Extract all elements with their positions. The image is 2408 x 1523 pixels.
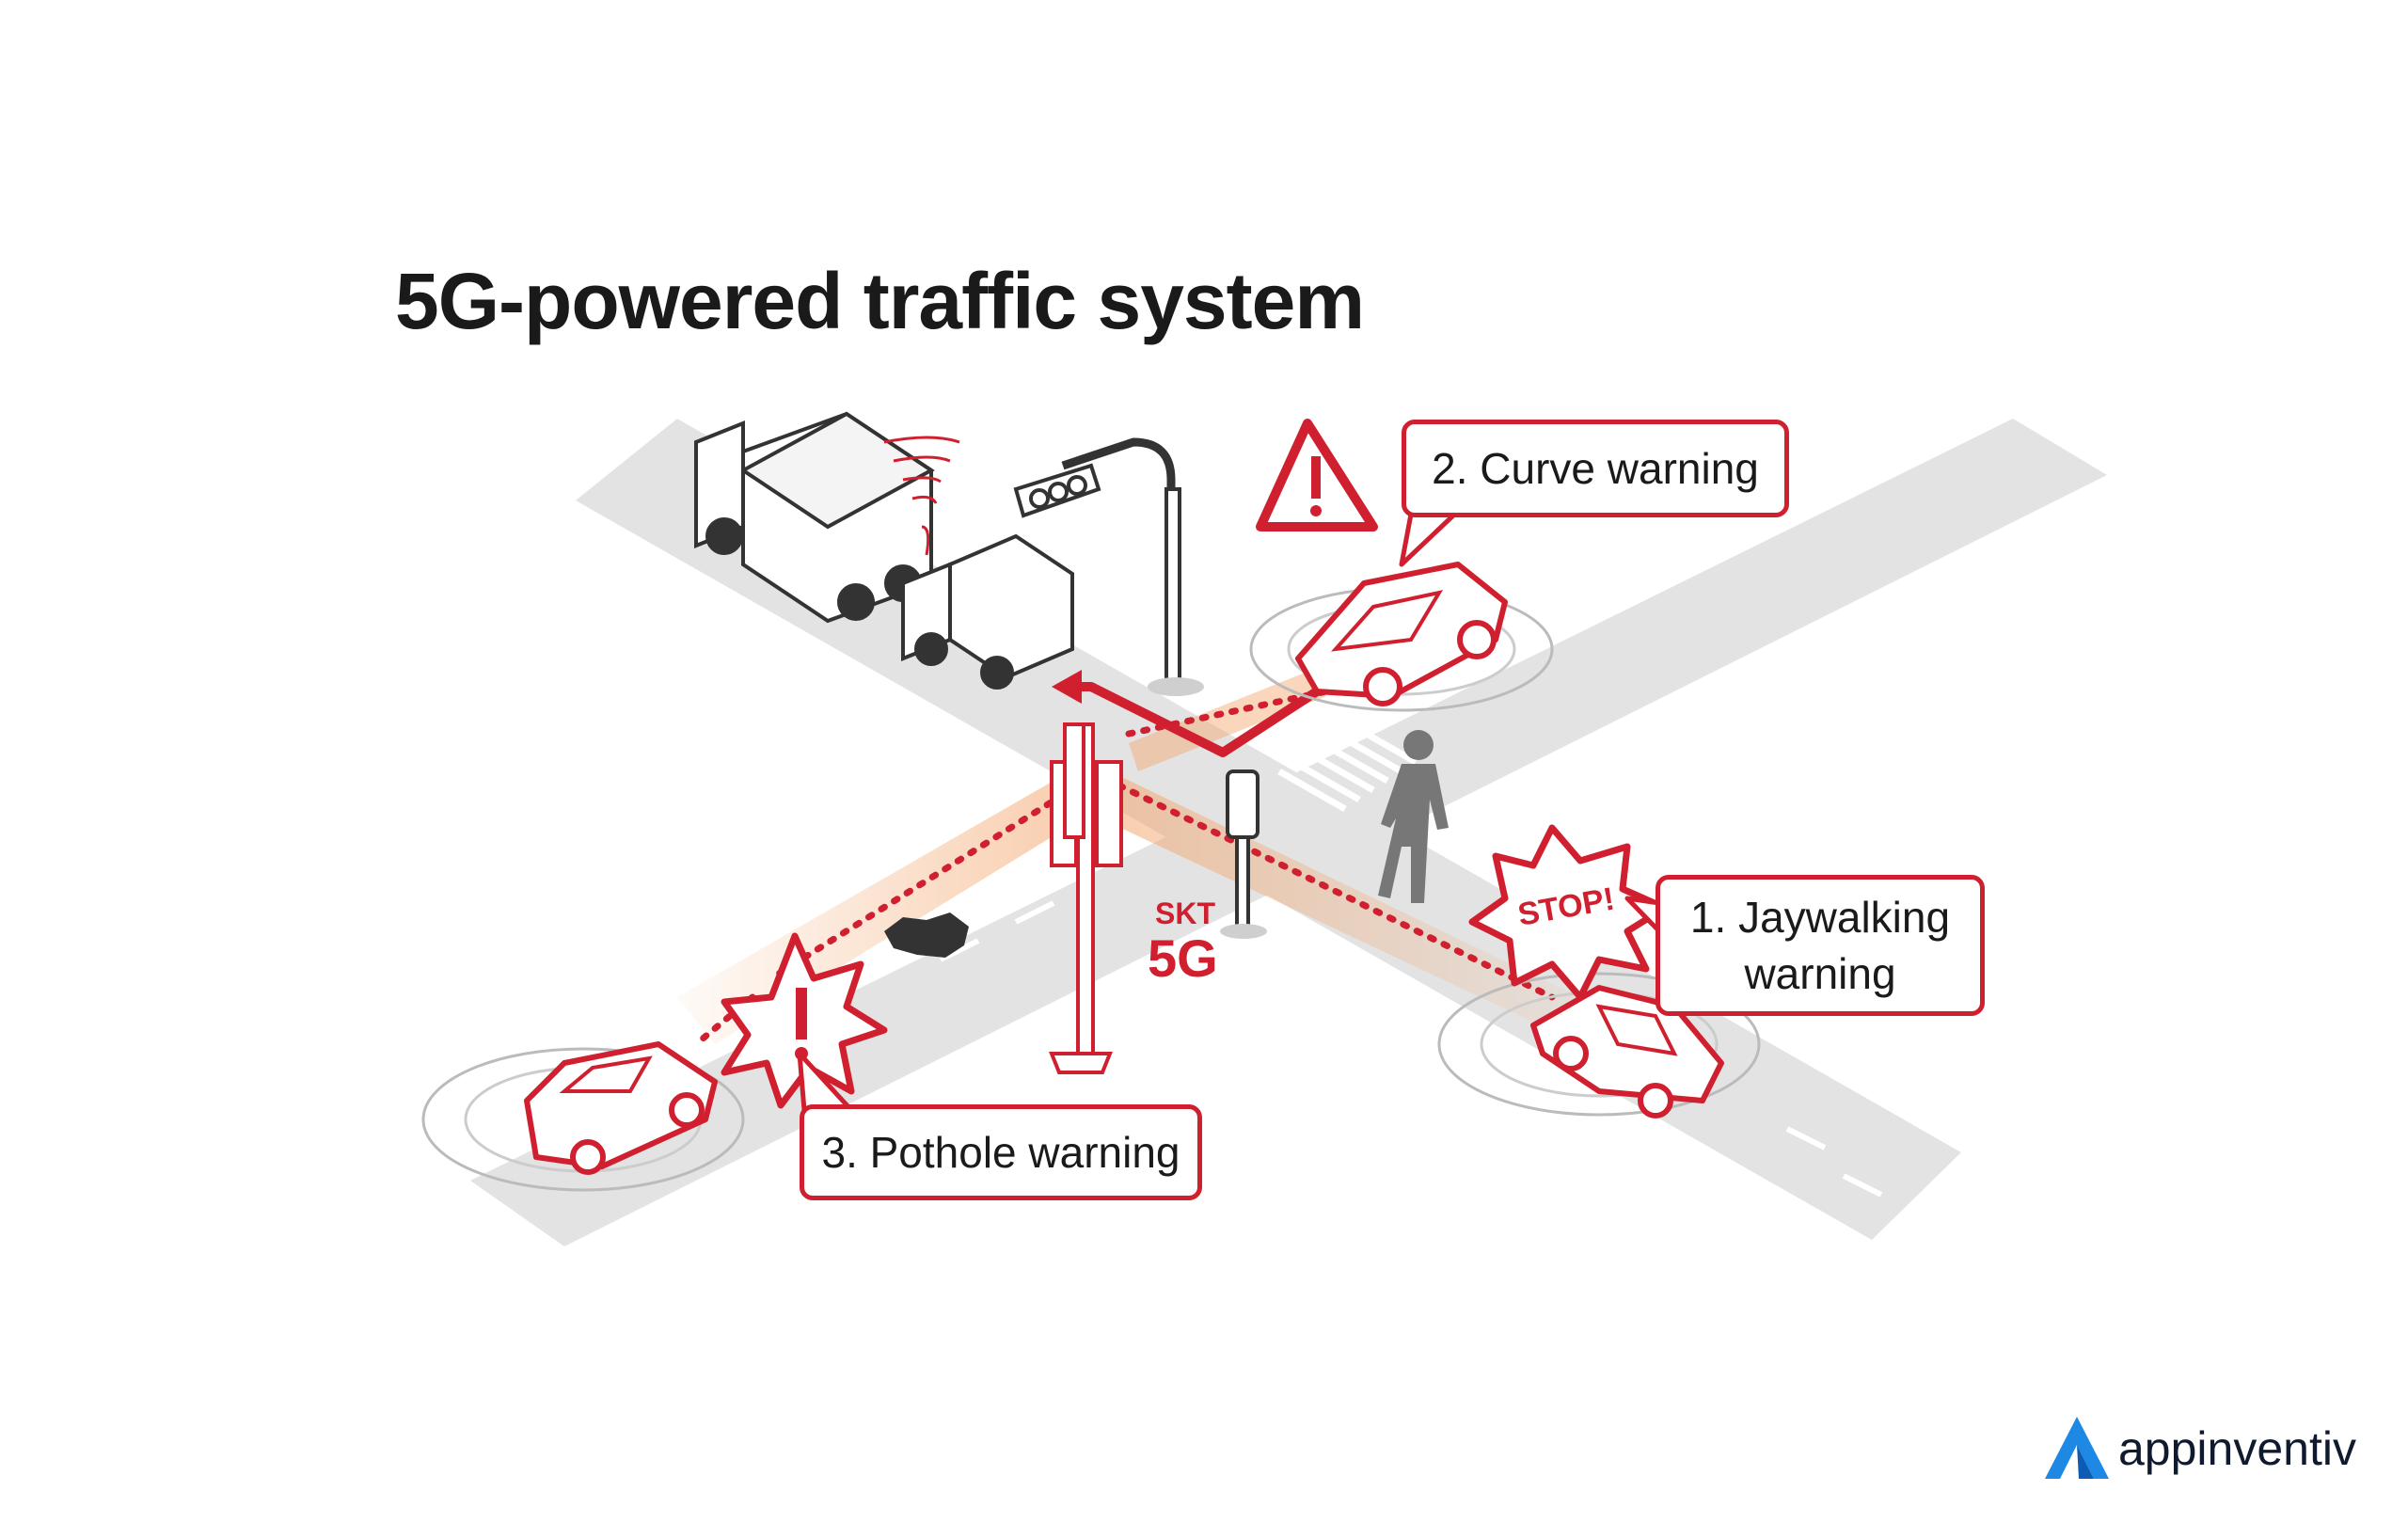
svg-text:SKT: SKT: [1155, 896, 1215, 930]
stop-burst-icon: STOP!: [1468, 824, 1669, 1001]
5g-tower: [1049, 722, 1123, 1074]
signal-beam-curve: [1129, 668, 1326, 771]
appinventiv-logo-icon: [2045, 1417, 2109, 1479]
route-arrow: [1052, 670, 1320, 757]
pothole-warning-label: 3. Pothole warning: [821, 1128, 1180, 1177]
tower-label: SKT 5G: [1148, 896, 1218, 988]
truck-large: [694, 411, 935, 624]
car-curve-warning: [1249, 562, 1554, 712]
crosswalk: [1277, 721, 1418, 813]
curve-warning-callout: 2. Curve warning: [1402, 420, 1789, 517]
warning-triangle-icon: [1256, 419, 1378, 531]
jaywalking-warning-label-line1: 1. Jaywalking: [1689, 893, 1951, 942]
car-jaywalking-warning: [1437, 972, 1761, 1118]
brand-name: appinventiv: [2118, 1422, 2356, 1475]
svg-text:5G: 5G: [1148, 928, 1218, 988]
diagram-title: 5G-powered traffic system: [395, 257, 1365, 345]
jaywalking-warning-callout: 1. Jaywalking warning: [1656, 875, 1985, 1016]
curve-warning-label: 2. Curve warning: [1432, 444, 1759, 493]
truck-small: [901, 533, 1074, 690]
sign-post: [1220, 769, 1267, 939]
pothole-icon: [884, 912, 969, 958]
pothole-warning-callout: 3. Pothole warning: [800, 1104, 1202, 1200]
jaywalking-warning-label-line2: warning: [1744, 949, 1896, 998]
traffic-light: [1013, 437, 1204, 696]
pedestrian: [1378, 730, 1449, 903]
wind-icon: [883, 436, 960, 556]
car-pothole-warning: [421, 1041, 745, 1192]
road-sw-ne: [470, 419, 2107, 1246]
brand-watermark: appinventiv: [2041, 1413, 2356, 1484]
